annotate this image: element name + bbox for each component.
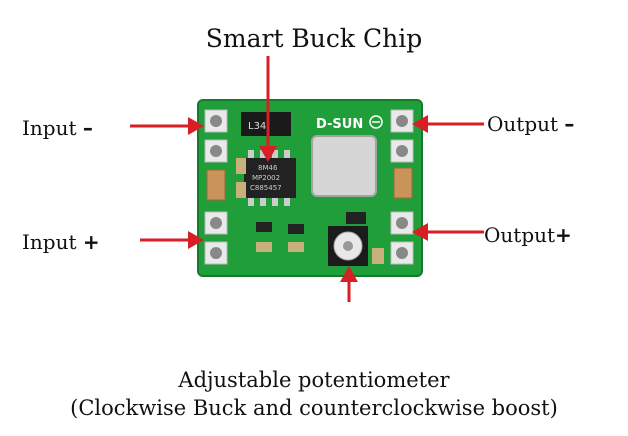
smd-resistor-1 bbox=[236, 158, 246, 174]
output-minus-pads bbox=[390, 109, 414, 163]
chip-marking-2: MP2002 bbox=[252, 174, 280, 182]
chip-title: Smart Buck Chip bbox=[205, 24, 423, 53]
input-plus-label: Input + bbox=[22, 230, 100, 254]
inductor bbox=[311, 135, 377, 197]
output-plus-pads bbox=[390, 211, 414, 265]
chip-marking-1: 8M46 bbox=[258, 164, 278, 172]
capacitor-right bbox=[393, 167, 413, 199]
input-plus-sign: + bbox=[82, 230, 100, 254]
smd-resistor-4 bbox=[256, 242, 272, 252]
minus-circle-icon bbox=[369, 115, 383, 129]
pcb-board: L34 8M46 MP2002 C885457 D-SUN bbox=[197, 99, 423, 277]
output-plus-text: Output bbox=[484, 223, 556, 247]
arrow-chip bbox=[259, 56, 277, 162]
input-plus-text: Input bbox=[22, 230, 77, 254]
output-minus-text: Output bbox=[487, 112, 559, 136]
input-minus-text: Input bbox=[22, 116, 77, 140]
potentiometer bbox=[328, 226, 368, 266]
arrow-output-plus bbox=[412, 223, 484, 241]
arrow-input-plus bbox=[140, 231, 204, 249]
output-minus-label: Output – bbox=[487, 112, 574, 136]
smd-resistor-2 bbox=[236, 182, 246, 198]
arrow-output-minus bbox=[412, 115, 484, 133]
arrow-potentiometer bbox=[340, 266, 358, 302]
small-regulator bbox=[241, 112, 291, 136]
chip-marking-3: C885457 bbox=[250, 184, 282, 192]
caption-line-2: (Clockwise Buck and counterclockwise boo… bbox=[70, 396, 558, 420]
brand-marking: D-SUN bbox=[316, 117, 363, 132]
caption-line-1: Adjustable potentiometer bbox=[178, 368, 450, 392]
smd-resistor-5 bbox=[288, 224, 304, 234]
smd-part-8 bbox=[372, 248, 384, 264]
smd-resistor-3 bbox=[256, 222, 272, 232]
buck-chip: 8M46 MP2002 C885457 bbox=[244, 150, 296, 206]
input-minus-sign: – bbox=[82, 116, 93, 140]
output-plus-sign: + bbox=[555, 223, 572, 247]
smd-resistor-6 bbox=[288, 242, 304, 252]
input-minus-label: Input – bbox=[22, 116, 93, 140]
arrow-input-minus bbox=[130, 117, 204, 135]
input-minus-pads bbox=[204, 109, 228, 163]
smd-part-7 bbox=[346, 212, 366, 224]
output-plus-label: Output+ bbox=[484, 223, 572, 247]
input-plus-pads bbox=[204, 211, 228, 265]
output-minus-sign: – bbox=[564, 112, 575, 136]
regulator-marking: L34 bbox=[248, 121, 266, 132]
capacitor-left bbox=[206, 169, 226, 201]
